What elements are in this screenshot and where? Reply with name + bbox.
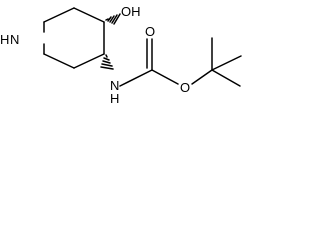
hashed-wedge-to-hydroxyl	[105, 13, 121, 25]
tert-butyl-group	[211, 37, 242, 87]
bond-c6-c7	[43, 53, 75, 69]
amine-nitrogen-label: N	[110, 78, 119, 93]
ester-oxygen-label: O	[180, 80, 190, 95]
hydroxyl-label: OH	[121, 4, 141, 19]
amine-hydrogen-label: H	[110, 91, 119, 106]
bond-carbonyl-c-ester-o	[151, 69, 179, 85]
bond-tbu-methyl-right	[211, 55, 242, 71]
bond-ester-o-tbu-c	[191, 69, 213, 85]
stereo-bonds	[100, 13, 121, 70]
bond-nh-carbonyl-c	[119, 69, 153, 87]
bond-c3-c4	[73, 7, 105, 23]
bond-tbu-methyl-down	[211, 69, 241, 87]
bond-c2-c3	[43, 7, 75, 23]
atom-labels: H N OH H N O O	[0, 4, 190, 106]
carbamate-group	[119, 38, 213, 87]
chemical-structure-diagram: H N OH H N O O	[0, 4, 242, 106]
bond-c5-c6	[73, 53, 105, 69]
piperidine-ring	[43, 7, 105, 69]
ring-nitrogen-label: N	[10, 32, 19, 47]
carbonyl-oxygen-label: O	[145, 24, 155, 39]
ring-nitrogen-hydrogen-label: H	[0, 32, 9, 47]
hashed-wedge-to-amine	[100, 54, 114, 70]
